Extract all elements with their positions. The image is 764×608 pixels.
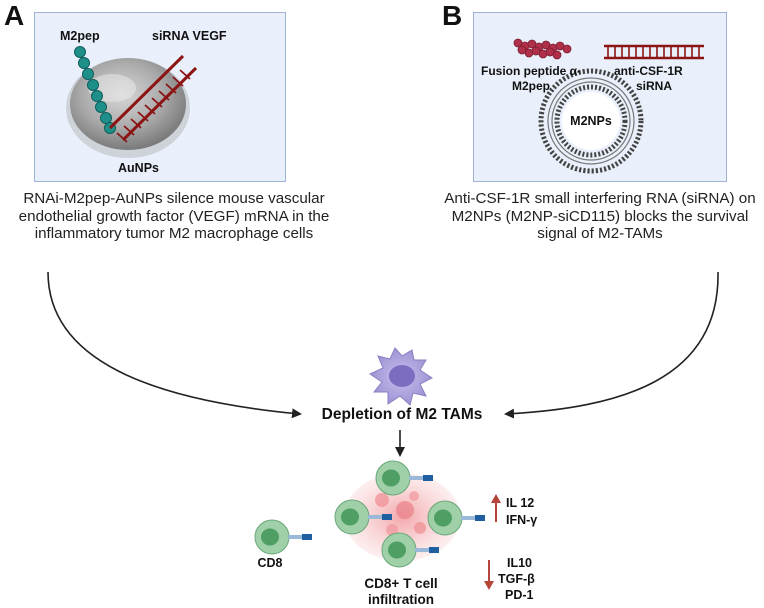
tcell-infiltration-label-line2: infiltration — [368, 592, 434, 607]
cytokine-down-pd1: PD-1 — [505, 588, 534, 602]
down-arrow-icon — [484, 560, 494, 590]
curved-arrow-left — [47, 271, 302, 419]
cytokine-down-tgf-beta: TGF-β — [498, 572, 535, 586]
t-cell-right — [427, 500, 485, 536]
t-cell-top — [375, 460, 433, 496]
cytokine-up-il12: IL 12 — [506, 496, 534, 510]
panel-letter-a: A — [4, 0, 25, 31]
fusion-peptide-label-line1: Fusion peptide α- — [481, 64, 581, 78]
sirna-vegf-ladder — [108, 54, 198, 143]
sirna-label-line1: anti-CSF-1R — [614, 64, 683, 78]
sirna-label-line2: siRNA — [636, 79, 672, 93]
m2pep-label: M2pep — [60, 29, 100, 43]
cytokine-down-il10: IL10 — [507, 556, 532, 570]
cd8-t-cell — [254, 519, 312, 555]
cytokine-up-ifn-gamma: IFN-γ — [506, 513, 537, 527]
curved-arrow-right — [504, 271, 719, 419]
depletion-m2-tams-label: Depletion of M2 TAMs — [322, 406, 483, 423]
panel-a-caption: RNAi-M2pep-AuNPs silence mouse vascular … — [18, 190, 330, 242]
panel-b-caption: Anti-CSF-1R small interfering RNA (siRNA… — [444, 190, 756, 242]
panel-letter-b: B — [442, 0, 463, 31]
t-cell-bottom — [381, 532, 439, 568]
up-arrow-icon — [491, 494, 501, 522]
fusion-peptide-chain — [513, 38, 572, 60]
fusion-peptide-label-line2: M2pep — [512, 79, 550, 93]
tumor-blob — [344, 473, 460, 561]
m2nps-liposome — [538, 68, 644, 174]
anti-csf1r-sirna-ladder — [604, 44, 704, 60]
aunps-label: AuNPs — [118, 161, 159, 175]
t-cell-left — [334, 499, 392, 535]
macrophage-icon — [368, 347, 433, 406]
sirna-vegf-label: siRNA VEGF — [152, 29, 227, 43]
m2pep-peptide-chain — [74, 46, 116, 134]
tcell-infiltration-label-line1: CD8+ T cell — [364, 576, 437, 591]
m2nps-label: M2NPs — [570, 114, 612, 128]
cd8-label: CD8 — [257, 556, 282, 570]
